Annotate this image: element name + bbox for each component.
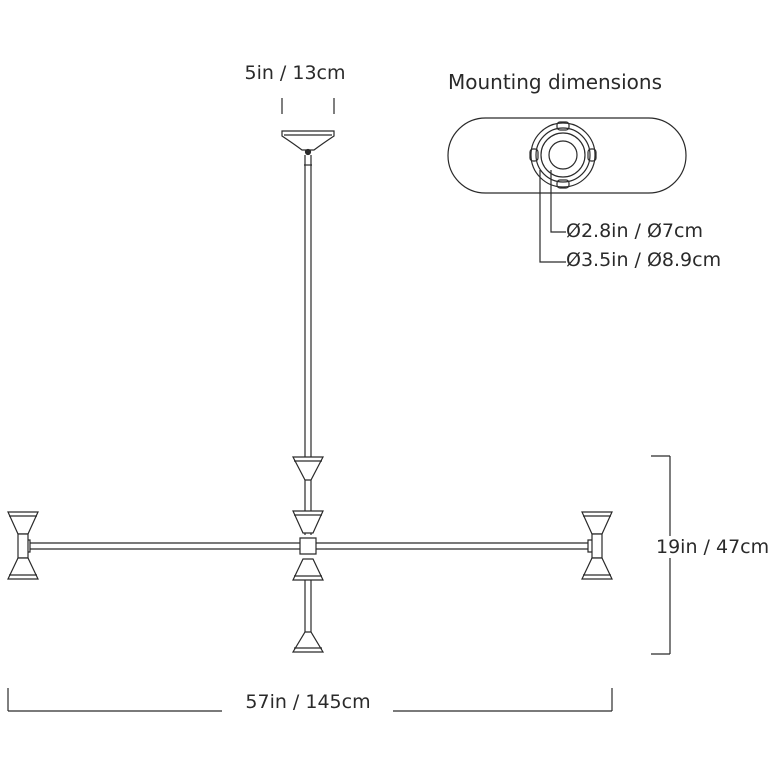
horizontal-arm (20, 538, 598, 554)
height-label: 19in / 47cm (656, 536, 770, 558)
mounting-plate (448, 118, 686, 193)
ceiling-canopy (282, 131, 334, 155)
width-label: 57in / 145cm (232, 691, 384, 713)
outer-diameter-label: Ø3.5in / Ø8.9cm (566, 249, 722, 271)
shade-right (582, 512, 612, 579)
mounting-title: Mounting dimensions (448, 70, 662, 94)
inner-diameter-label: Ø2.8in / Ø7cm (566, 220, 703, 242)
width-dimension (8, 688, 612, 711)
canopy-dimension-marker (282, 98, 334, 114)
shade-center-middle (293, 511, 323, 580)
shade-center-bottom (293, 632, 323, 652)
shade-center-upper (293, 457, 323, 480)
shade-left (8, 512, 38, 579)
canopy-width-label: 5in / 13cm (240, 62, 350, 84)
diameter-leaders (540, 170, 566, 262)
